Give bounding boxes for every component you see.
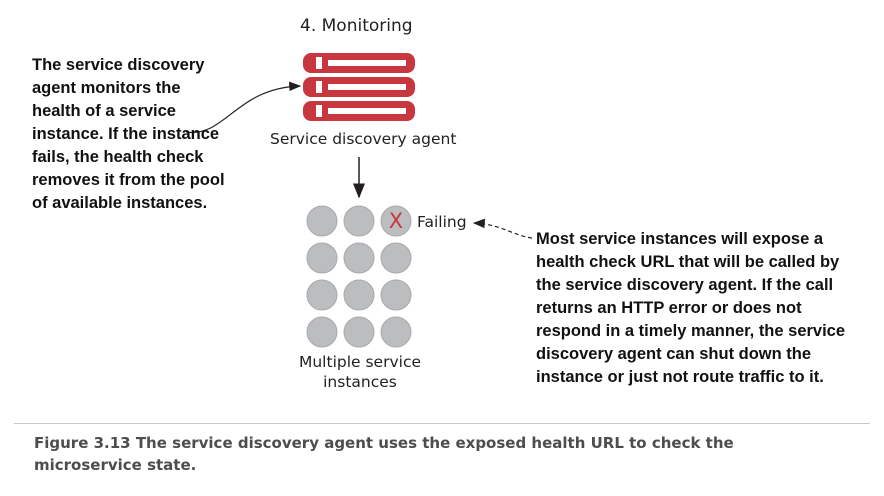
service-instance: [343, 205, 375, 237]
failed-x-icon: X: [389, 209, 403, 233]
service-instance: [380, 316, 412, 348]
service-instance: [380, 242, 412, 274]
diagram-canvas: X: [185, 53, 533, 348]
service-instance-grid: X: [306, 205, 412, 348]
stage-title: 4. Monitoring: [300, 16, 413, 36]
instances-label: Multiple service instances: [298, 353, 422, 391]
failed-instance: [380, 205, 412, 237]
service-instance: [306, 242, 338, 274]
service-instance: [306, 205, 338, 237]
agent-label: Service discovery agent: [270, 130, 457, 148]
right-callout-note: Most service instances will expose a hea…: [536, 230, 846, 386]
figure-caption: Figure 3.13 The service discovery agent …: [34, 434, 734, 474]
service-instance: [380, 279, 412, 311]
service-instance: [343, 316, 375, 348]
service-instance: [343, 279, 375, 311]
service-instance: [306, 316, 338, 348]
service-instance: [306, 279, 338, 311]
server-unit-1: [303, 53, 415, 73]
right-note-connector: [472, 218, 533, 239]
server-stack-icon: [303, 53, 415, 121]
server-unit-3: [303, 101, 415, 121]
left-callout-note: The service discovery agent monitors the…: [32, 56, 225, 212]
server-unit-2: [303, 77, 415, 97]
failing-label: Failing: [417, 213, 467, 231]
service-instance: [343, 242, 375, 274]
left-note-connector: [185, 81, 302, 134]
caption-divider: [14, 423, 870, 424]
